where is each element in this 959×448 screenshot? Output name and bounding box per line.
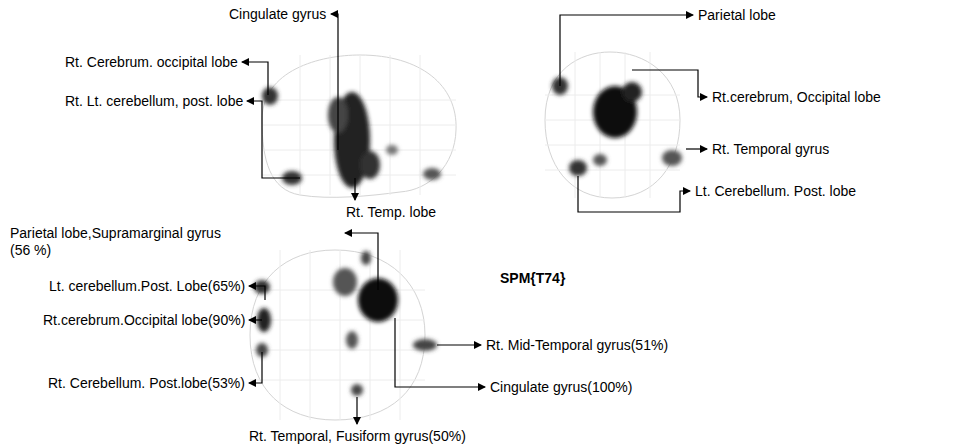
statistic-label: SPM{T74} (500, 270, 565, 287)
region-label: Rt. Cerebrum. occipital lobe (65, 54, 238, 71)
region-label: Rt. Lt. cerebellum, post. lobe (65, 93, 243, 110)
region-label: Rt. Temporal gyrus (712, 141, 829, 158)
region-label: Rt.cerebrum.Occipital lobe(90%) (43, 312, 245, 329)
region-label: Lt. cerebellum.Post. Lobe(65%) (49, 278, 245, 295)
region-label: Cingulate gyrus (229, 6, 326, 23)
region-label: Parietal lobe (698, 7, 776, 24)
region-label: Parietal lobe,Supramarginal gyrus (56 %) (10, 225, 237, 259)
region-label: Rt.cerebrum, Occipital lobe (712, 89, 881, 106)
region-label: Rt. Temp. lobe (346, 204, 436, 221)
region-label: Rt. Cerebellum. Post.lobe(53%) (48, 375, 245, 392)
region-label: Cingulate gyrus(100%) (490, 379, 632, 396)
region-label: Rt. Temporal, Fusiform gyrus(50%) (249, 428, 466, 445)
region-label: Lt. Cerebellum. Post. lobe (695, 183, 856, 200)
region-label: Rt. Mid-Temporal gyrus(51%) (486, 337, 668, 354)
